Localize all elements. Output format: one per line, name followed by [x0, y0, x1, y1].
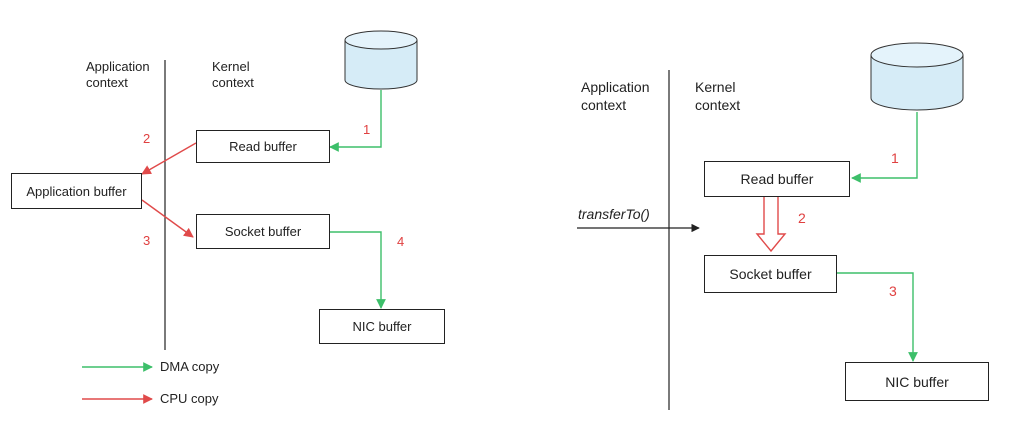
left-read-buffer-box: Read buffer: [196, 130, 330, 163]
legend-dma-label: DMA copy: [160, 359, 220, 374]
right-application-context-label: Application context: [581, 79, 650, 113]
left-arrow-3-cpu: [141, 199, 194, 238]
right-arrow-2-hollow: [755, 195, 787, 253]
right-nic-buffer-box: NIC buffer: [845, 362, 989, 401]
left-application-buffer-box: Application buffer: [11, 173, 142, 209]
left-nic-buffer-label: NIC buffer: [352, 319, 412, 334]
right-arrow-3-dma: [837, 272, 918, 362]
right-step-2: 2: [798, 210, 806, 226]
right-step-1: 1: [891, 150, 899, 166]
left-step-4: 4: [397, 234, 405, 249]
right-read-buffer-label: Read buffer: [740, 171, 814, 187]
right-socket-buffer-label: Socket buffer: [729, 266, 812, 282]
left-application-buffer-label: Application buffer: [26, 183, 127, 199]
left-step-1: 1: [363, 122, 371, 137]
left-arrow-2-cpu: [141, 142, 197, 175]
right-kernel-context-label: Kernel context: [695, 79, 741, 113]
left-nic-buffer-box: NIC buffer: [319, 309, 445, 344]
right-disk-icon: [870, 42, 964, 111]
left-socket-buffer-label: Socket buffer: [224, 224, 302, 239]
left-step-3: 3: [143, 233, 151, 248]
left-socket-buffer-box: Socket buffer: [196, 214, 330, 249]
transferto-label: transferTo(): [578, 206, 650, 222]
left-step-2: 2: [143, 131, 151, 146]
left-disk-icon: [344, 30, 418, 90]
right-socket-buffer-box: Socket buffer: [704, 255, 837, 293]
left-arrow-1-dma: [329, 90, 382, 152]
legend-cpu-label: CPU copy: [160, 391, 219, 406]
right-read-buffer-box: Read buffer: [704, 161, 850, 197]
left-kernel-context-label: Kernel context: [212, 59, 254, 90]
right-nic-buffer-label: NIC buffer: [885, 373, 949, 390]
left-arrow-4-dma: [330, 231, 386, 309]
left-read-buffer-label: Read buffer: [229, 139, 297, 154]
left-application-context-label: Application context: [86, 59, 150, 90]
right-arrow-1-dma: [851, 112, 918, 183]
right-step-3: 3: [889, 283, 897, 299]
